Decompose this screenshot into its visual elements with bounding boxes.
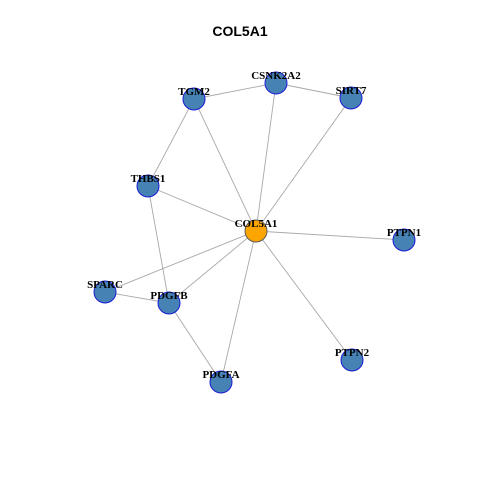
edge-tgm2-thbs1 [147,98,195,187]
node-label-ptpn2: PTPN2 [335,347,370,359]
edge-tgm2-col5a1 [193,98,257,232]
node-label-sparc: SPARC [87,279,123,291]
node-tgm2[interactable] [182,87,206,111]
node-pdgfa[interactable] [209,370,233,394]
graph-title: COL5A1 [212,23,267,39]
node-label-sirt7: SIRT7 [336,85,367,97]
node-col5a1[interactable] [244,219,268,243]
node-csnk2a2[interactable] [264,71,288,95]
edge-col5a1-ptpn2 [255,230,353,361]
edge-csnk2a2-col5a1 [255,82,277,232]
node-label-col5a1: COL5A1 [235,218,278,230]
edge-tgm2-csnk2a2 [193,82,277,100]
node-label-pdgfa: PDGFA [202,369,239,381]
edge-thbs1-col5a1 [147,185,257,232]
nodes-layer [93,71,416,394]
node-ptpn2[interactable] [340,348,364,372]
node-ptpn1[interactable] [392,228,416,252]
edge-col5a1-sparc [104,230,257,293]
edge-col5a1-ptpn1 [255,230,405,241]
node-label-csnk2a2: CSNK2A2 [251,70,301,82]
edge-col5a1-pdgfa [220,230,257,383]
node-pdgfb[interactable] [157,291,181,315]
node-label-ptpn1: PTPN1 [387,227,421,239]
node-label-tgm2: TGM2 [178,86,210,98]
node-sirt7[interactable] [339,86,363,110]
edge-pdgfb-pdgfa [168,302,222,383]
edge-csnk2a2-sirt7 [275,82,352,99]
edge-sirt7-col5a1 [255,97,352,232]
node-sparc[interactable] [93,280,117,304]
node-label-thbs1: THBS1 [131,173,166,185]
node-label-pdgfb: PDGFB [150,290,188,302]
node-thbs1[interactable] [136,174,160,198]
edge-thbs1-pdgfb [147,185,170,304]
edge-col5a1-pdgfb [168,230,257,304]
